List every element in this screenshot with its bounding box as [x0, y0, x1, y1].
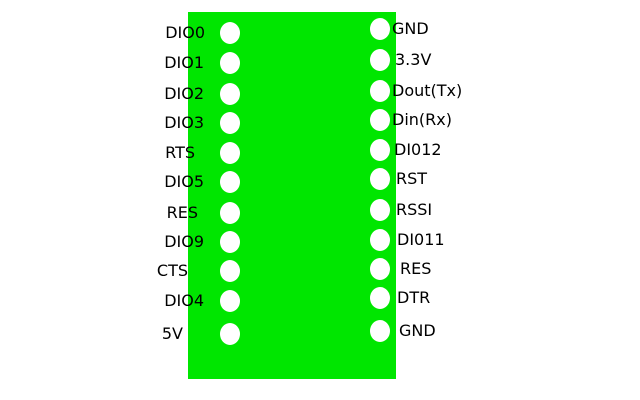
pin-label-left-1: DIO0: [165, 23, 205, 42]
pin-right-7: [370, 199, 390, 221]
pin-right-2: [370, 49, 390, 71]
pin-left-8: [220, 231, 240, 253]
pin-label-left-5: RTS: [165, 143, 195, 162]
pin-left-11: [220, 323, 240, 345]
pin-left-4: [220, 112, 240, 134]
pin-label-left-10: DIO4: [164, 291, 204, 310]
pin-label-left-11: 5V: [161, 324, 183, 343]
pin-label-left-6: DIO5: [164, 172, 204, 191]
pin-label-right-2: 3.3V: [395, 50, 432, 69]
pin-left-3: [220, 83, 240, 105]
pin-label-left-2: DIO1: [164, 53, 204, 72]
pin-label-left-9: CTS: [156, 261, 188, 280]
pin-label-right-8: DI011: [397, 230, 445, 249]
pin-label-left-8: DIO9: [164, 232, 204, 251]
pin-right-6: [370, 168, 390, 190]
pin-label-right-6: RST: [396, 169, 428, 188]
pin-left-1: [220, 22, 240, 44]
pin-label-left-7: RES: [166, 203, 198, 222]
pin-left-2: [220, 52, 240, 74]
pin-right-9: [370, 258, 390, 280]
pin-label-right-10: DTR: [397, 288, 431, 307]
pin-right-4: [370, 109, 390, 131]
pin-label-left-4: DIO3: [164, 113, 204, 132]
pin-label-right-1: GND: [392, 19, 429, 38]
pin-left-5: [220, 142, 240, 164]
pin-left-10: [220, 290, 240, 312]
pin-label-right-5: DI012: [394, 140, 442, 159]
pin-left-7: [220, 202, 240, 224]
pin-label-right-3: Dout(Tx): [392, 81, 463, 100]
module-board: [188, 12, 396, 379]
pin-label-right-4: Din(Rx): [392, 110, 452, 129]
pin-left-9: [220, 260, 240, 282]
pin-right-3: [370, 80, 390, 102]
pin-left-6: [220, 171, 240, 193]
pin-label-right-9: RES: [400, 259, 432, 278]
pin-right-5: [370, 139, 390, 161]
pin-right-8: [370, 229, 390, 251]
pin-right-10: [370, 287, 390, 309]
pin-label-left-3: DIO2: [164, 84, 204, 103]
pin-label-right-11: GND: [399, 321, 436, 340]
pin-right-11: [370, 320, 390, 342]
pin-label-right-7: RSSI: [396, 200, 433, 219]
pin-right-1: [370, 18, 390, 40]
